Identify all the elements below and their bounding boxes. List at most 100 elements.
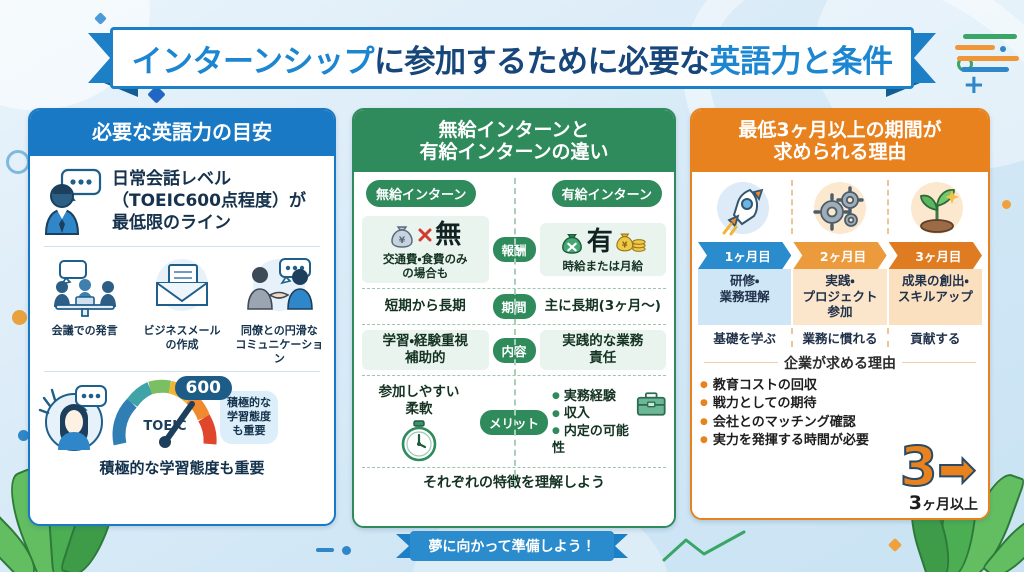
student-avatar-icon xyxy=(38,385,107,452)
column-tag-unpaid: 無給インターン xyxy=(366,180,477,207)
cross-mark-icon xyxy=(418,228,432,242)
stage-icon-3 xyxy=(889,180,984,238)
diamond-decor-icon xyxy=(94,12,107,25)
dot-decor-icon xyxy=(12,310,27,325)
row-reward-left-sub-1: 交通費・食費のみ xyxy=(383,251,468,266)
task-3-line-1: 成果の創出・ xyxy=(901,273,969,288)
rocket-icon xyxy=(717,182,770,236)
row-merit-left-2: 柔軟 xyxy=(405,400,433,417)
column-tag-paid: 有給インターン xyxy=(551,180,662,207)
right-header-line-1: 最低3ヶ月以上の期間が xyxy=(738,118,942,141)
row-duration-right: 主に長期(3ヶ月〜) xyxy=(544,298,661,315)
meeting-icon xyxy=(53,260,116,317)
note-line-3: も重要 xyxy=(232,424,266,438)
panel-right-header: 最低3ヶ月以上の期間が 求められる理由 xyxy=(692,110,988,172)
timeline-month-1: 1ヶ月目 xyxy=(698,242,791,269)
task-2-line-2: プロジェクト xyxy=(802,288,878,304)
handshake-icon xyxy=(247,258,314,311)
timeline-tasks: 研修・ 業務理解 実践・ プロジェクト 参加 成果の創出・ スキルアップ xyxy=(692,269,988,325)
title-part-1: インターンシップ xyxy=(131,43,375,80)
column-divider xyxy=(514,178,516,486)
panel-left-header: 必要な英語力の目安 xyxy=(30,110,334,156)
line-decor-icon xyxy=(963,34,1017,39)
toeic-gauge: TOEIC 600 xyxy=(112,376,232,456)
panel-duration-reason: 最低3ヶ月以上の期間が 求められる理由 xyxy=(690,108,990,520)
row-merit-left: 参加しやすい 柔軟 xyxy=(362,384,476,462)
skill-item-meeting: 会議での発言 xyxy=(36,257,133,365)
skill-comm-label-2: コミュニケーション xyxy=(235,337,324,365)
mid-header-line-2: 有給インターンの違い xyxy=(419,141,609,163)
line-decor-icon xyxy=(957,56,1019,61)
study-attitude-note: 積極的な 学習態度 も重要 xyxy=(220,390,278,444)
row-merit-right: 実務経験 収入 内定の可能性 xyxy=(552,388,666,458)
why-item-3: 会社とのマッチング確認 xyxy=(700,414,980,432)
mid-header-line-1: 無給インターンと xyxy=(438,118,590,141)
merit-bullet-list: 実務経験 収入 内定の可能性 xyxy=(552,388,633,458)
why-list: 教育コストの回収 戦力としての期待 会社とのマッチング確認 実力を発揮する時間が… xyxy=(700,377,980,451)
skill-comm-label-1: 同僚との円滑な xyxy=(240,324,318,337)
panel-english-level: 必要な英語力の目安 日常会話レベル （TOEIC600点程度）が 最低限のライン xyxy=(28,108,336,526)
lead-line-3: 最低限のライン xyxy=(112,212,231,233)
stage-icons-row xyxy=(692,172,988,240)
row-reward-right-sub-1: 時給または月給 xyxy=(562,258,644,273)
why-item-4: 実力を発揮する時間が必要 xyxy=(700,432,980,450)
stage-icon-1 xyxy=(696,180,791,238)
lead-line-1: 日常会話レベル xyxy=(112,169,231,190)
growth-arrow-icon xyxy=(662,530,746,562)
gold-coins-icon: ¥ xyxy=(616,233,646,253)
dot-decor-icon xyxy=(342,546,351,555)
icon-divider xyxy=(790,180,793,234)
timeline-months: 1ヶ月目 2ヶ月目 3ヶ月目 xyxy=(692,240,988,269)
line-decor-icon xyxy=(316,548,334,552)
title-part-3: 英語力と条件 xyxy=(709,43,893,80)
row-reward-left-main: 無 xyxy=(435,220,462,250)
task-3-line-2: スキルアップ xyxy=(897,288,973,304)
why-item-1: 教育コストの回収 xyxy=(700,377,980,395)
dot-decor-icon xyxy=(1000,46,1006,52)
three-months-caption: 3ヶ月以上 xyxy=(909,492,978,514)
why-item-2: 戦力としての期待 xyxy=(700,395,980,413)
row-reward-left: ¥ 無 交通費・食費のみ の場合も xyxy=(362,216,489,284)
task-2-line-1: 実践・ xyxy=(825,273,855,288)
title-ribbon: インターンシップに参加するために必要な英語力と条件 xyxy=(88,27,936,97)
skill-email-label-2: の作成 xyxy=(165,337,199,351)
svg-text:¥: ¥ xyxy=(622,241,628,250)
gears-icon xyxy=(813,182,866,234)
right-header-line-2: 求められる理由 xyxy=(773,141,907,163)
timeline-task-2: 実践・ プロジェクト 参加 xyxy=(793,269,887,325)
icon-divider xyxy=(887,180,890,234)
money-bag-green-icon xyxy=(561,234,582,255)
why-section-title: 企業が求める理由 xyxy=(692,349,988,375)
diamond-decor-icon xyxy=(887,537,903,553)
line-decor-icon xyxy=(955,45,995,50)
note-line-2: 学習態度 xyxy=(227,410,271,424)
timeline-month-2: 2ヶ月目 xyxy=(793,242,886,269)
money-bag-gray-icon: ¥ xyxy=(391,226,413,249)
skill-email-label-1: ビジネスメール xyxy=(143,324,221,337)
arrow-right-icon: ➡ xyxy=(936,442,977,497)
panel-mid-header: 無給インターンと 有給インターンの違い xyxy=(354,110,674,172)
footer-banner: 夢に向かって準備しよう！ xyxy=(410,531,614,561)
row-reward-left-sub-2: の場合も xyxy=(402,265,449,280)
caption-number: 3 xyxy=(908,492,922,514)
row-content-left-2: 補助的 xyxy=(405,350,446,367)
why-section: 教育コストの回収 戦力としての期待 会社とのマッチング確認 実力を発揮する時間が… xyxy=(692,375,988,451)
footer-ribbon: 夢に向かって準備しよう！ xyxy=(396,531,628,561)
gauge-label: TOEIC xyxy=(143,419,186,434)
row-reward-right-main: 有 xyxy=(586,227,613,258)
timeline-result-3: 貢献する xyxy=(886,327,982,347)
divider xyxy=(44,371,320,373)
task-1-line-1: 研修・ xyxy=(730,273,760,288)
timeline-results: 基礎を学ぶ 業務に慣れる 貢献する xyxy=(692,325,988,349)
lead-line-2: （TOEIC600点程度）が xyxy=(112,191,306,212)
row-content-right: 実践的な業務 責任 xyxy=(539,330,667,370)
row-content-left-1: 学習・経験重視 xyxy=(382,333,469,350)
timeline-month-3: 3ヶ月目 xyxy=(889,242,982,269)
row-duration-left: 短期から長期 xyxy=(384,298,466,315)
row-content-right-2: 責任 xyxy=(589,350,617,367)
why-title-text: 企業が求める理由 xyxy=(784,355,896,372)
gauge-caption: 積極的な学習態度も重要 xyxy=(99,459,265,478)
divider xyxy=(44,246,320,247)
stopwatch-icon xyxy=(401,420,437,462)
note-line-1: 積極的な xyxy=(227,395,271,409)
